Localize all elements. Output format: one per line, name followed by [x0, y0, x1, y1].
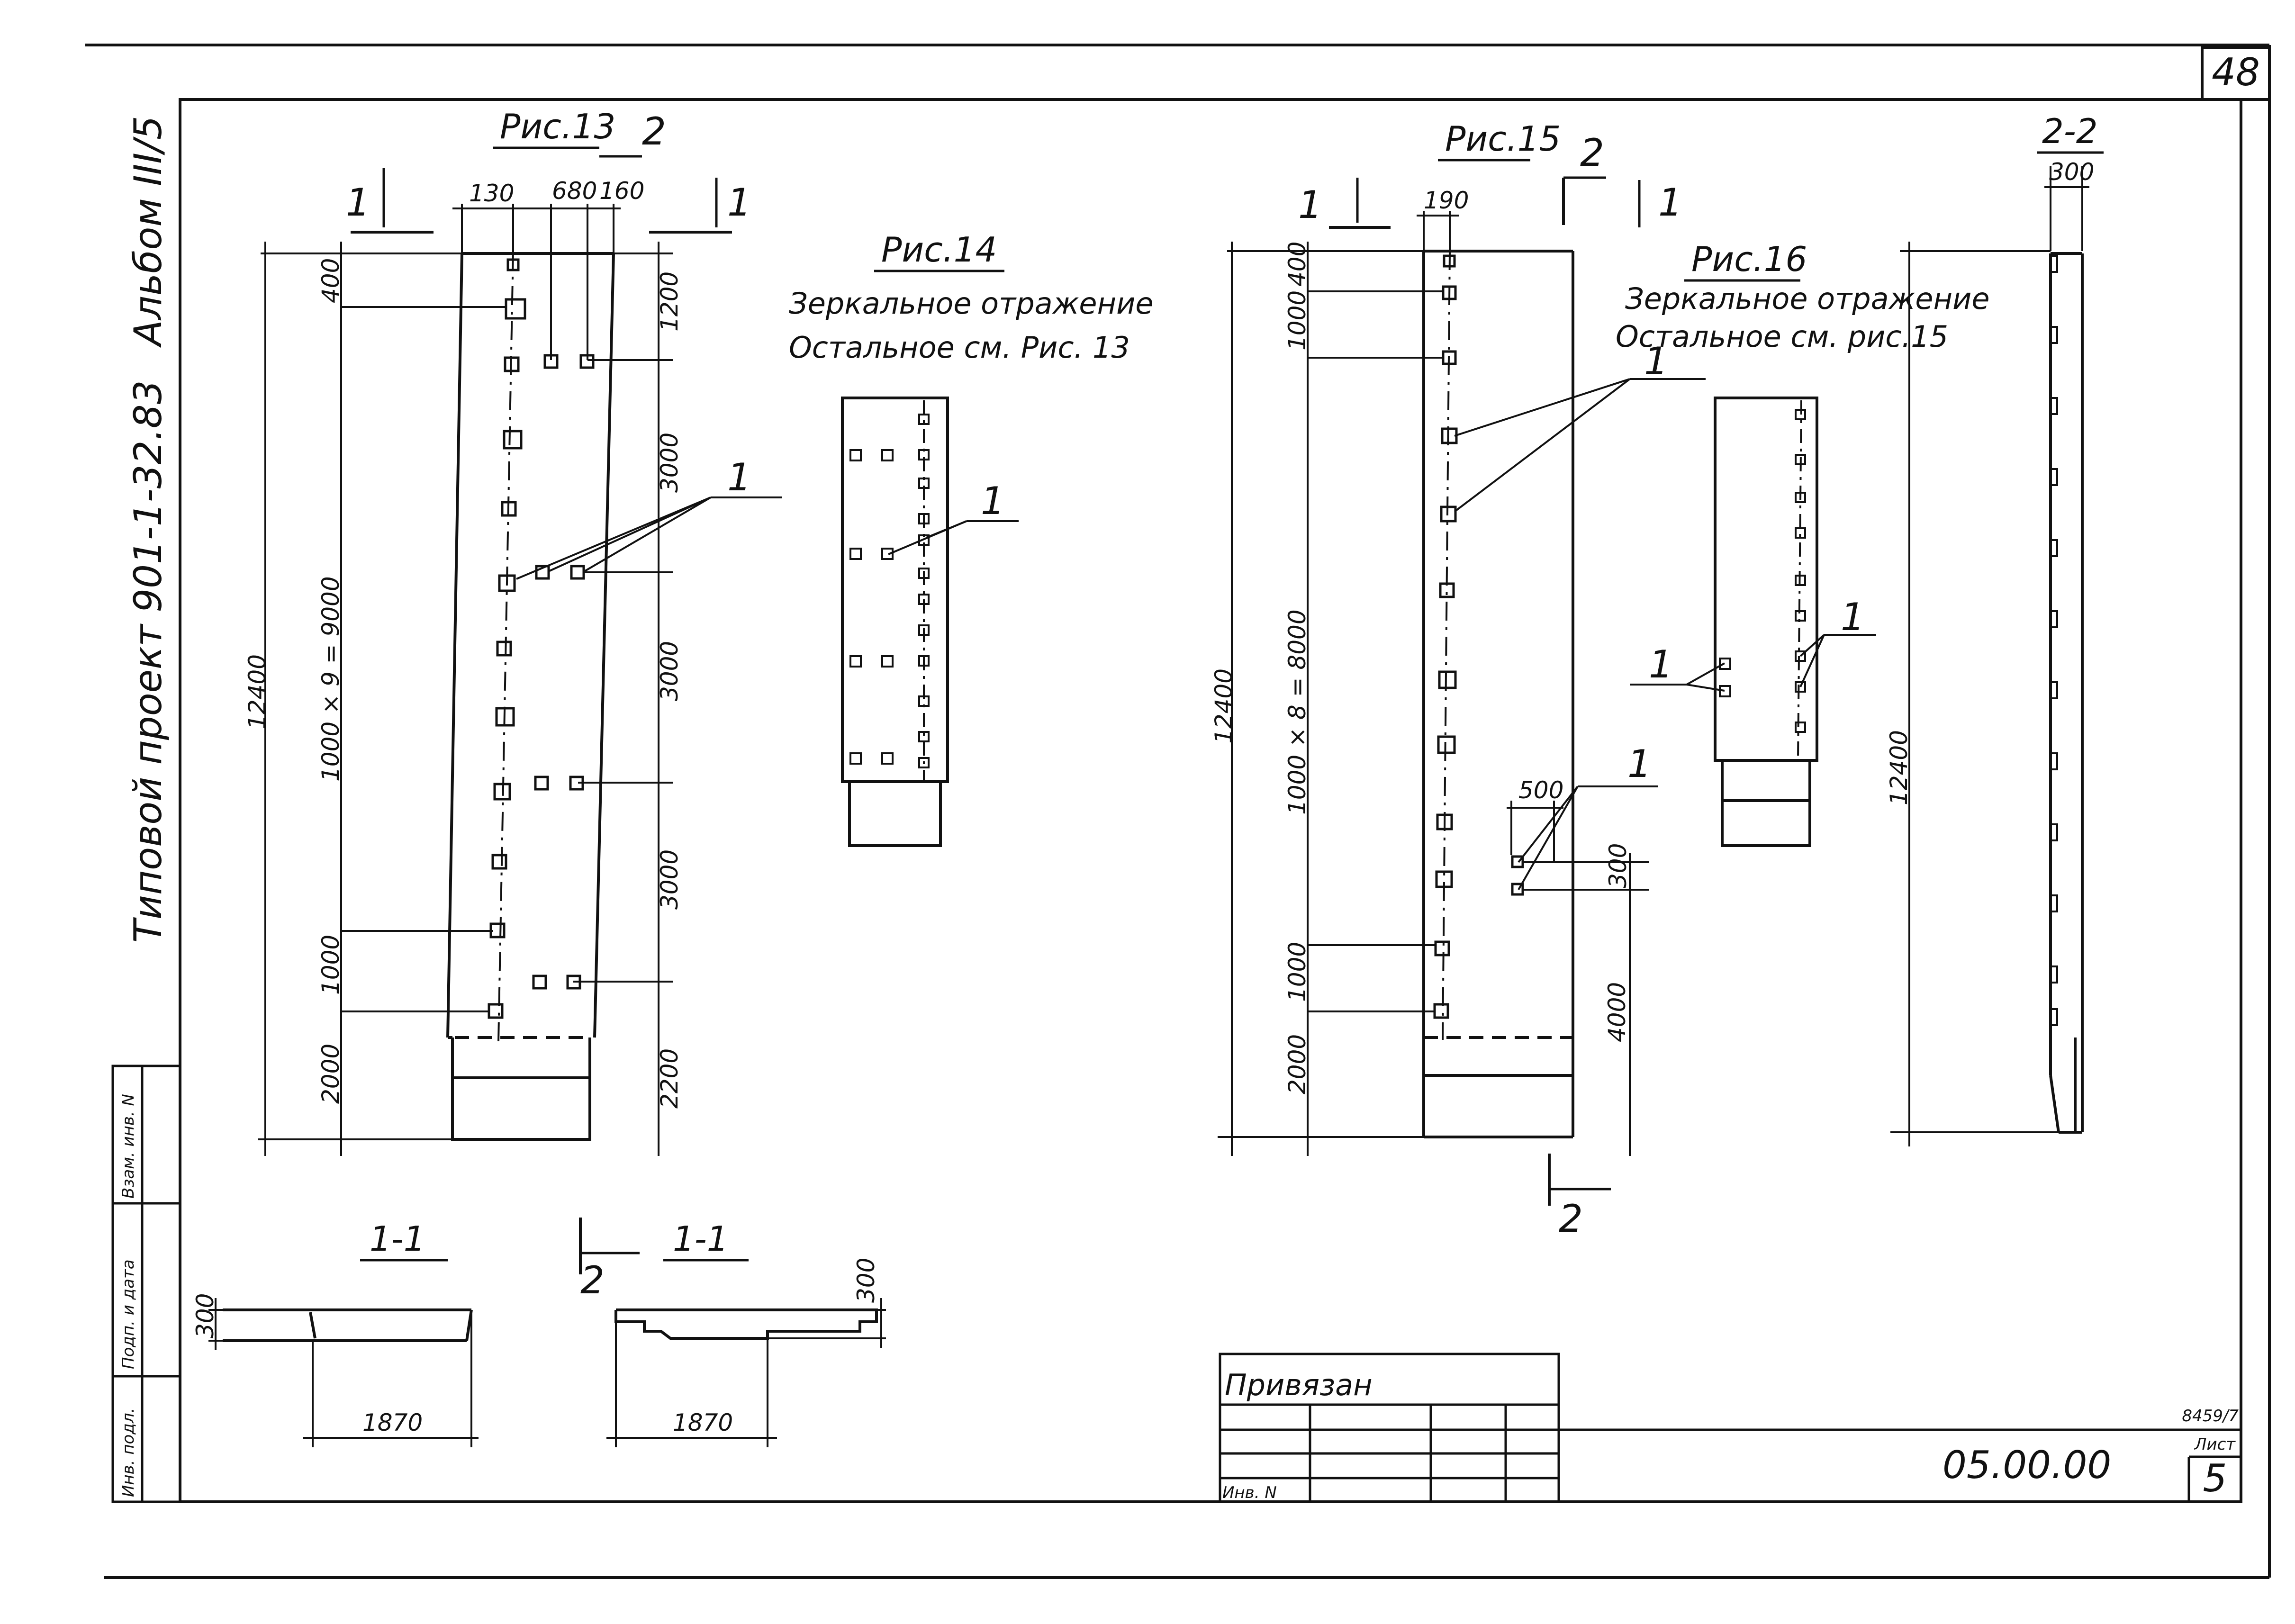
fig13-dim-chain: 1000 × 9 = 9000 [317, 576, 344, 782]
fig13-dim-400: 400 [317, 258, 344, 303]
fig13-dim-3000c: 3000 [656, 849, 683, 910]
fig13-column [446, 252, 615, 1141]
fig13-dim-3000b: 3000 [656, 641, 683, 701]
page-number: 48 [2212, 50, 2260, 94]
side-album-title: Альбом III/5 [126, 116, 170, 348]
fig16-callout-right: 1 [1841, 595, 1865, 639]
side-stamp-inv: Инв. подл. [119, 1408, 138, 1497]
fig15-title: Рис.15 [1445, 119, 1561, 159]
fig13-dim-2000: 2000 [317, 1044, 344, 1104]
fig14-note-2: Остальное см. Рис. 13 [789, 330, 1130, 365]
fig16-callout-left: 1 [1649, 642, 1673, 686]
fig15-dim-500: 500 [1518, 776, 1563, 804]
fig14-embedded-parts [849, 414, 930, 768]
fig13-dim-3000a: 3000 [656, 433, 683, 493]
fig13-callout: 1 [727, 455, 751, 499]
section11b-dim-width: 1870 [673, 1409, 733, 1436]
fig16-column [1714, 397, 1818, 847]
fig16-panel: Рис.16 Зеркальное отражение Остальное см… [1616, 239, 1990, 847]
fig15-mark-right: 1 [1658, 180, 1682, 225]
section11a-panel: 1-1 300 1870 [191, 1219, 479, 1447]
section11b-mark: 2 [580, 1258, 605, 1302]
fig15-dim-top: 190 [1424, 187, 1469, 214]
fig13-dim-top-1: 130 [469, 180, 514, 207]
section11a-dim-height: 300 [191, 1293, 219, 1338]
fig13-embedded-parts [488, 258, 595, 1019]
fig13-mark-cut: 2 [642, 109, 666, 153]
fig15-dim-400: 400 [1283, 242, 1311, 287]
fig14-callout: 1 [981, 479, 1005, 523]
side-stamp-replace: Взам. инв. N [119, 1094, 138, 1199]
fig15-panel: Рис.15 1 1 2 2 [1210, 119, 1706, 1241]
section22-dim-top: 300 [2049, 158, 2094, 186]
side-stamp-sign: Подп. и дата [119, 1259, 138, 1369]
section11a-slab [223, 1308, 473, 1342]
fig15-column [1422, 250, 1574, 1138]
fig13-mark-right: 1 [727, 180, 751, 225]
fig15-dim-4000: 4000 [1603, 982, 1631, 1042]
fig14-panel: Рис.14 Зеркальное отражение Остальное см… [789, 230, 1154, 847]
section11b-panel: 2 1-1 300 1870 [579, 1218, 886, 1447]
copy-number: 8459/7 [2182, 1407, 2239, 1426]
side-stamp [111, 1065, 181, 1503]
fig16-note-2: Остальное см. рис.15 [1616, 319, 1948, 354]
section22-panel: 2-2 300 [1885, 111, 2104, 1146]
fig13-dim-1200: 1200 [656, 271, 683, 332]
fig15-dim-2000: 2000 [1283, 1034, 1311, 1094]
fig15-callout-upper: 1 [1644, 339, 1668, 383]
fig13-title: Рис.13 [500, 107, 615, 146]
sheet-number: 5 [2203, 1456, 2227, 1500]
binding-label: Привязан [1225, 1368, 1373, 1402]
fig15-dim-300: 300 [1604, 843, 1632, 888]
fig15-callout-lower: 1 [1627, 742, 1652, 786]
fig14-title: Рис.14 [881, 230, 997, 270]
fig15-dim-1000b: 1000 [1283, 942, 1311, 1002]
section22-title: 2-2 [2042, 111, 2098, 151]
section22-embedded-parts [2050, 255, 2058, 1026]
fig15-dim-total: 12400 [1210, 668, 1238, 744]
fig16-note-1: Зеркальное отражение [1625, 281, 1990, 316]
section11b-slab [614, 1308, 878, 1340]
sheet-frame [85, 44, 2271, 1579]
section11b-title: 1-1 [673, 1219, 729, 1259]
fig15-dim-1000a: 1000 [1283, 290, 1311, 351]
fig14-column [841, 397, 949, 847]
fig13-panel: Рис.13 1 1 2 [244, 107, 782, 1156]
fig15-embedded-parts [1433, 254, 1524, 1019]
fig13-dim-total: 12400 [244, 654, 271, 730]
section22-column [2049, 252, 2084, 1134]
section22-dim-total: 12400 [1885, 730, 1913, 805]
fig13-dim-2200: 2200 [656, 1048, 683, 1109]
fig13-mark-left: 1 [346, 180, 370, 225]
side-project-title: Типовой проект 901-1-32.83 [126, 380, 170, 943]
fig13-dim-1000: 1000 [317, 935, 344, 995]
fig13-dim-top-3: 160 [599, 177, 644, 205]
fig13-dim-top-2: 680 [552, 177, 597, 205]
fig14-note-1: Зеркальное отражение [789, 286, 1154, 321]
section11a-dim-width: 1870 [362, 1409, 423, 1436]
section11a-title: 1-1 [370, 1219, 425, 1259]
binding-block [1219, 1353, 2241, 1503]
sheet-label: Лист [2194, 1435, 2236, 1454]
fig16-title: Рис.16 [1691, 239, 1807, 279]
fig15-mark-left: 1 [1298, 183, 1322, 227]
section11b-dim-height: 300 [852, 1258, 880, 1303]
inv-label: Инв. N [1222, 1483, 1277, 1502]
fig15-dim-chain: 1000 × 8 = 8000 [1283, 609, 1311, 815]
fig15-mark-cut: 2 [1580, 131, 1604, 175]
drawing-code: 05.00.00 [1943, 1443, 2111, 1487]
fig16-embedded-parts [1719, 409, 1806, 733]
fig15-mark-cut-bottom: 2 [1559, 1197, 1583, 1241]
